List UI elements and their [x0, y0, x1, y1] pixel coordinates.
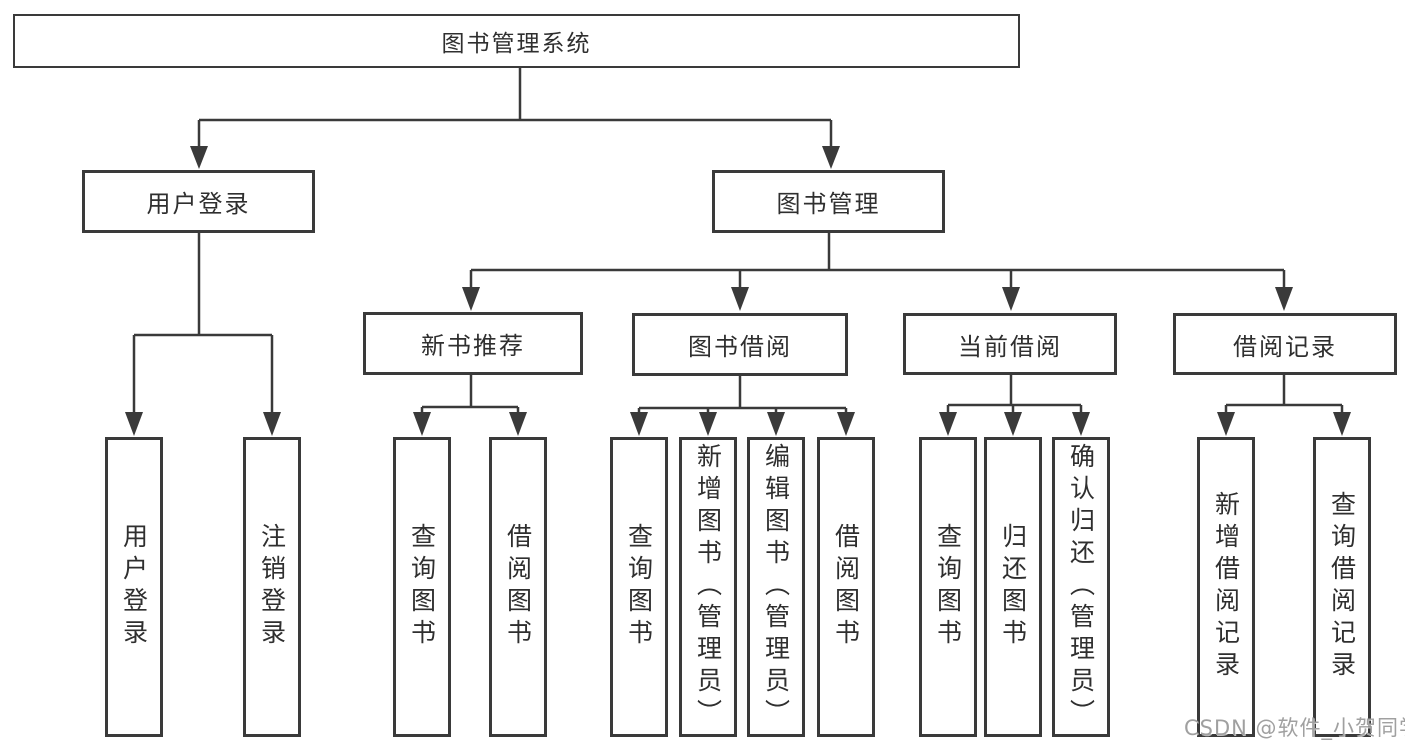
node-borrow-records-label: 借阅记录 [1233, 332, 1337, 361]
leaf-borrow-edit-books-admin: 编辑图书（管理员） [747, 437, 805, 737]
leaf-records-query-record: 查询借阅记录 [1313, 437, 1371, 737]
leaf-current-confirm-return-admin: 确认归还（管理员） [1052, 437, 1110, 737]
leaf-borrow-query-books: 查询图书 [610, 437, 668, 737]
node-root: 图书管理系统 [13, 14, 1020, 68]
leaf-records-add-record-label: 新增借阅记录 [1211, 491, 1241, 683]
node-current-borrow: 当前借阅 [903, 313, 1117, 375]
leaf-current-query-books-label: 查询图书 [933, 523, 963, 651]
leaf-newbook-borrow-books-label: 借阅图书 [503, 523, 533, 651]
leaf-borrow-add-books-admin: 新增图书（管理员） [679, 437, 737, 737]
node-user-login-label: 用户登录 [146, 190, 251, 218]
node-book-borrow-label: 图书借阅 [688, 333, 792, 361]
leaf-current-return-books-label: 归还图书 [998, 523, 1028, 651]
leaf-borrow-query-books-label: 查询图书 [624, 523, 654, 651]
node-book-management-label: 图书管理 [776, 190, 881, 218]
leaf-newbook-borrow-books: 借阅图书 [489, 437, 547, 737]
node-book-management: 图书管理 [712, 170, 945, 233]
leaf-newbook-query-books-label: 查询图书 [407, 523, 437, 651]
leaf-borrow-borrow-books: 借阅图书 [817, 437, 875, 737]
leaf-logout: 注销登录 [243, 437, 301, 737]
leaf-borrow-borrow-books-label: 借阅图书 [831, 523, 861, 651]
leaf-records-add-record: 新增借阅记录 [1197, 437, 1255, 737]
leaf-user-login: 用户登录 [105, 437, 163, 737]
node-new-book-recommend: 新书推荐 [363, 312, 583, 375]
node-borrow-records: 借阅记录 [1173, 313, 1397, 375]
node-book-borrow: 图书借阅 [632, 313, 848, 376]
leaf-user-login-label: 用户登录 [119, 523, 149, 651]
node-root-label: 图书管理系统 [441, 31, 592, 57]
leaf-current-query-books: 查询图书 [919, 437, 977, 737]
node-user-login: 用户登录 [82, 170, 315, 233]
csdn-watermark: CSDN @软件_小贺同学 [1184, 716, 1405, 740]
leaf-borrow-add-books-admin-label: 新增图书（管理员） [693, 443, 723, 731]
node-current-borrow-label: 当前借阅 [958, 332, 1062, 361]
leaf-borrow-edit-books-admin-label: 编辑图书（管理员） [761, 443, 791, 731]
leaf-current-confirm-return-admin-label: 确认归还（管理员） [1066, 443, 1096, 731]
leaf-current-return-books: 归还图书 [984, 437, 1042, 737]
leaf-logout-label: 注销登录 [257, 523, 287, 651]
node-new-book-recommend-label: 新书推荐 [421, 332, 525, 360]
leaf-records-query-record-label: 查询借阅记录 [1327, 491, 1357, 683]
leaf-newbook-query-books: 查询图书 [393, 437, 451, 737]
